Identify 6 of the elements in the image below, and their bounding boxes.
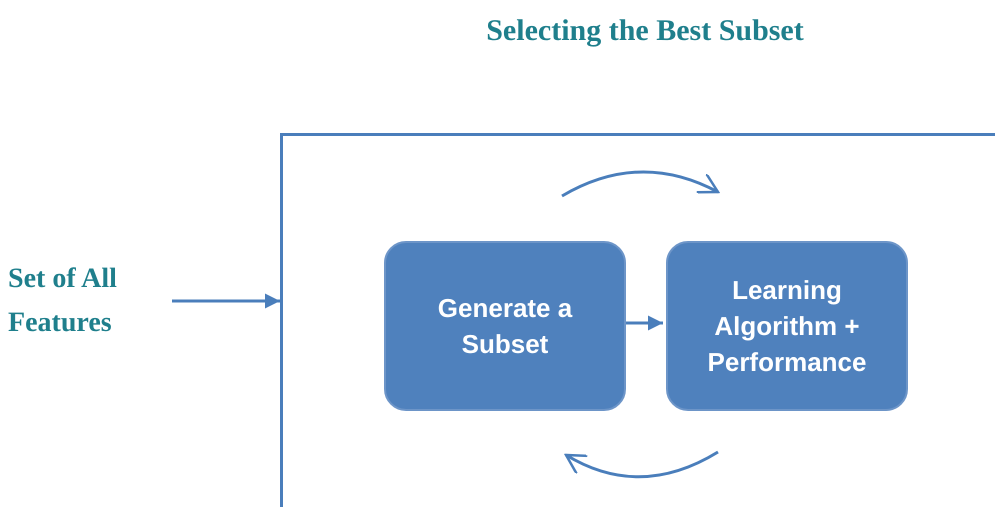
process-box: Generate a Subset [384,241,626,411]
input-label: Set of All Features [8,258,168,344]
process-box: Learning Algorithm + Performance [666,241,908,411]
diagram-title: Selecting the Best Subset [485,13,805,49]
frame-box [280,133,995,507]
arrow [172,294,280,308]
